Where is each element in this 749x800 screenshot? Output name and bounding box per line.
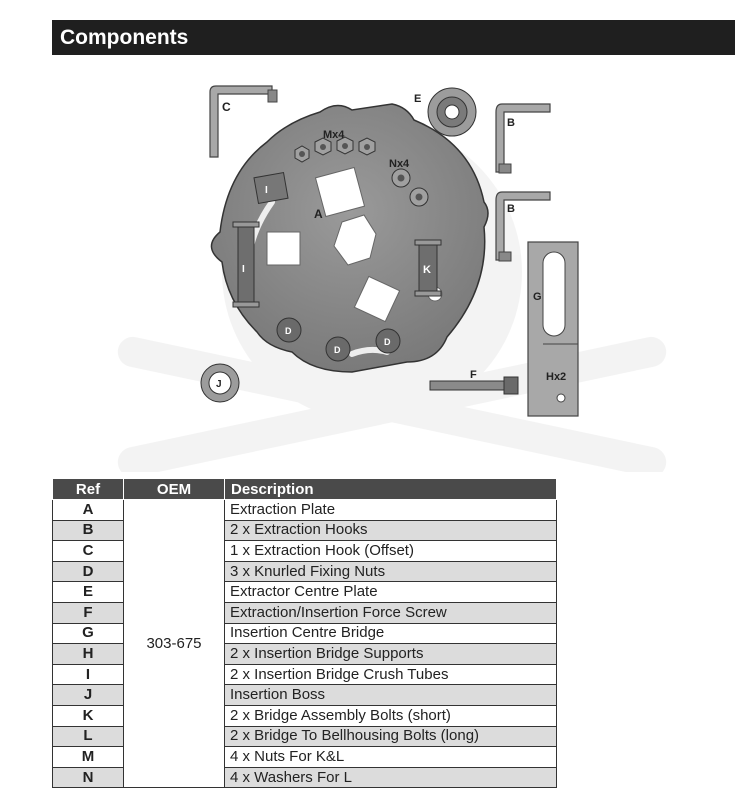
table-row: A 303-675 Extraction Plate	[52, 498, 557, 789]
table-row: B 2 x Extraction Hooks	[52, 519, 557, 542]
cell-ref: C	[52, 540, 124, 562]
cell-ref: D	[52, 560, 124, 583]
components-table: Ref OEM Description A 303-675 Extraction…	[52, 478, 557, 789]
cell-ref: N	[52, 766, 124, 789]
label-n: Nx4	[389, 158, 410, 170]
label-d-3: D	[384, 337, 391, 347]
table-row: L 2 x Bridge To Bellhousing Bolts (long)	[52, 725, 557, 748]
label-b-1: B	[507, 117, 515, 129]
label-f: F	[470, 369, 477, 381]
cell-ref: L	[52, 725, 124, 748]
cell-description: 2 x Insertion Bridge Crush Tubes	[224, 663, 557, 686]
part-e-centre-plate: E	[414, 87, 477, 137]
part-g-insertion-bridge: G Hx2	[527, 241, 579, 417]
cell-ref: A	[52, 499, 124, 521]
table-row: F Extraction/Insertion Force Screw	[52, 601, 557, 624]
cell-ref: F	[52, 601, 124, 624]
part-j-insertion-boss: J	[200, 363, 240, 403]
table-row: N 4 x Washers For L	[52, 766, 557, 789]
cell-description: Insertion Boss	[224, 684, 557, 706]
label-h: Hx2	[546, 371, 566, 383]
table-row: I 2 x Insertion Bridge Crush Tubes	[52, 663, 557, 686]
label-d-2: D	[334, 345, 341, 355]
section-header: Components	[52, 20, 735, 55]
cell-description: 3 x Knurled Fixing Nuts	[224, 560, 557, 583]
label-d-1: D	[285, 326, 292, 336]
cell-oem: 303-675	[123, 498, 225, 789]
cell-ref: I	[52, 663, 124, 686]
table-row: G Insertion Centre Bridge	[52, 622, 557, 645]
part-d-knurled-nuts: D D D	[276, 317, 401, 362]
cell-description: 2 x Bridge To Bellhousing Bolts (long)	[224, 725, 557, 748]
cell-description: Extractor Centre Plate	[224, 581, 557, 603]
label-a: A	[314, 207, 323, 221]
cell-description: Insertion Centre Bridge	[224, 622, 557, 645]
label-k: K	[423, 264, 431, 276]
cell-description: 4 x Washers For L	[224, 766, 557, 789]
part-f-force-screw: F	[429, 369, 519, 395]
cell-description: 2 x Insertion Bridge Supports	[224, 643, 557, 665]
label-m: Mx4	[323, 129, 345, 141]
column-header-ref: Ref	[52, 478, 124, 500]
cell-description: Extraction Plate	[224, 499, 557, 521]
label-j: J	[216, 379, 222, 390]
cell-ref: K	[52, 704, 124, 727]
label-i-2: I	[242, 264, 245, 275]
cell-ref: J	[52, 684, 124, 706]
cell-ref: H	[52, 643, 124, 665]
label-g: G	[533, 291, 542, 303]
cell-description: 4 x Nuts For K&L	[224, 746, 557, 768]
label-b-2: B	[507, 203, 515, 215]
components-diagram: C A I I K	[52, 62, 735, 478]
cell-description: 2 x Extraction Hooks	[224, 519, 557, 542]
part-a-extraction-plate: A	[210, 103, 489, 373]
cell-ref: M	[52, 746, 124, 768]
section-title: Components	[60, 26, 189, 49]
label-i-1: I	[265, 185, 268, 196]
part-b-extraction-hooks: B B	[495, 103, 551, 262]
cell-ref: B	[52, 519, 124, 542]
components-diagram-svg: C A I I K	[117, 85, 667, 478]
cell-description: 2 x Bridge Assembly Bolts (short)	[224, 704, 557, 727]
table-row: E Extractor Centre Plate	[52, 581, 557, 603]
part-i-crush-tubes: I I	[232, 172, 289, 308]
part-c-offset-hook: C	[209, 85, 278, 158]
cell-ref: E	[52, 581, 124, 603]
cell-ref: G	[52, 622, 124, 645]
part-k-bridge-bolts: K	[414, 239, 442, 297]
label-c: C	[222, 100, 231, 114]
part-n-washers: Nx4	[389, 158, 429, 207]
part-m-nuts: Mx4	[294, 129, 376, 163]
column-header-description: Description	[224, 478, 557, 500]
table-row: C 1 x Extraction Hook (Offset)	[52, 540, 557, 562]
column-header-oem: OEM	[123, 478, 225, 500]
cell-description: Extraction/Insertion Force Screw	[224, 601, 557, 624]
table-header-row: Ref OEM Description	[52, 478, 557, 500]
cell-description: 1 x Extraction Hook (Offset)	[224, 540, 557, 562]
label-e: E	[414, 93, 421, 105]
